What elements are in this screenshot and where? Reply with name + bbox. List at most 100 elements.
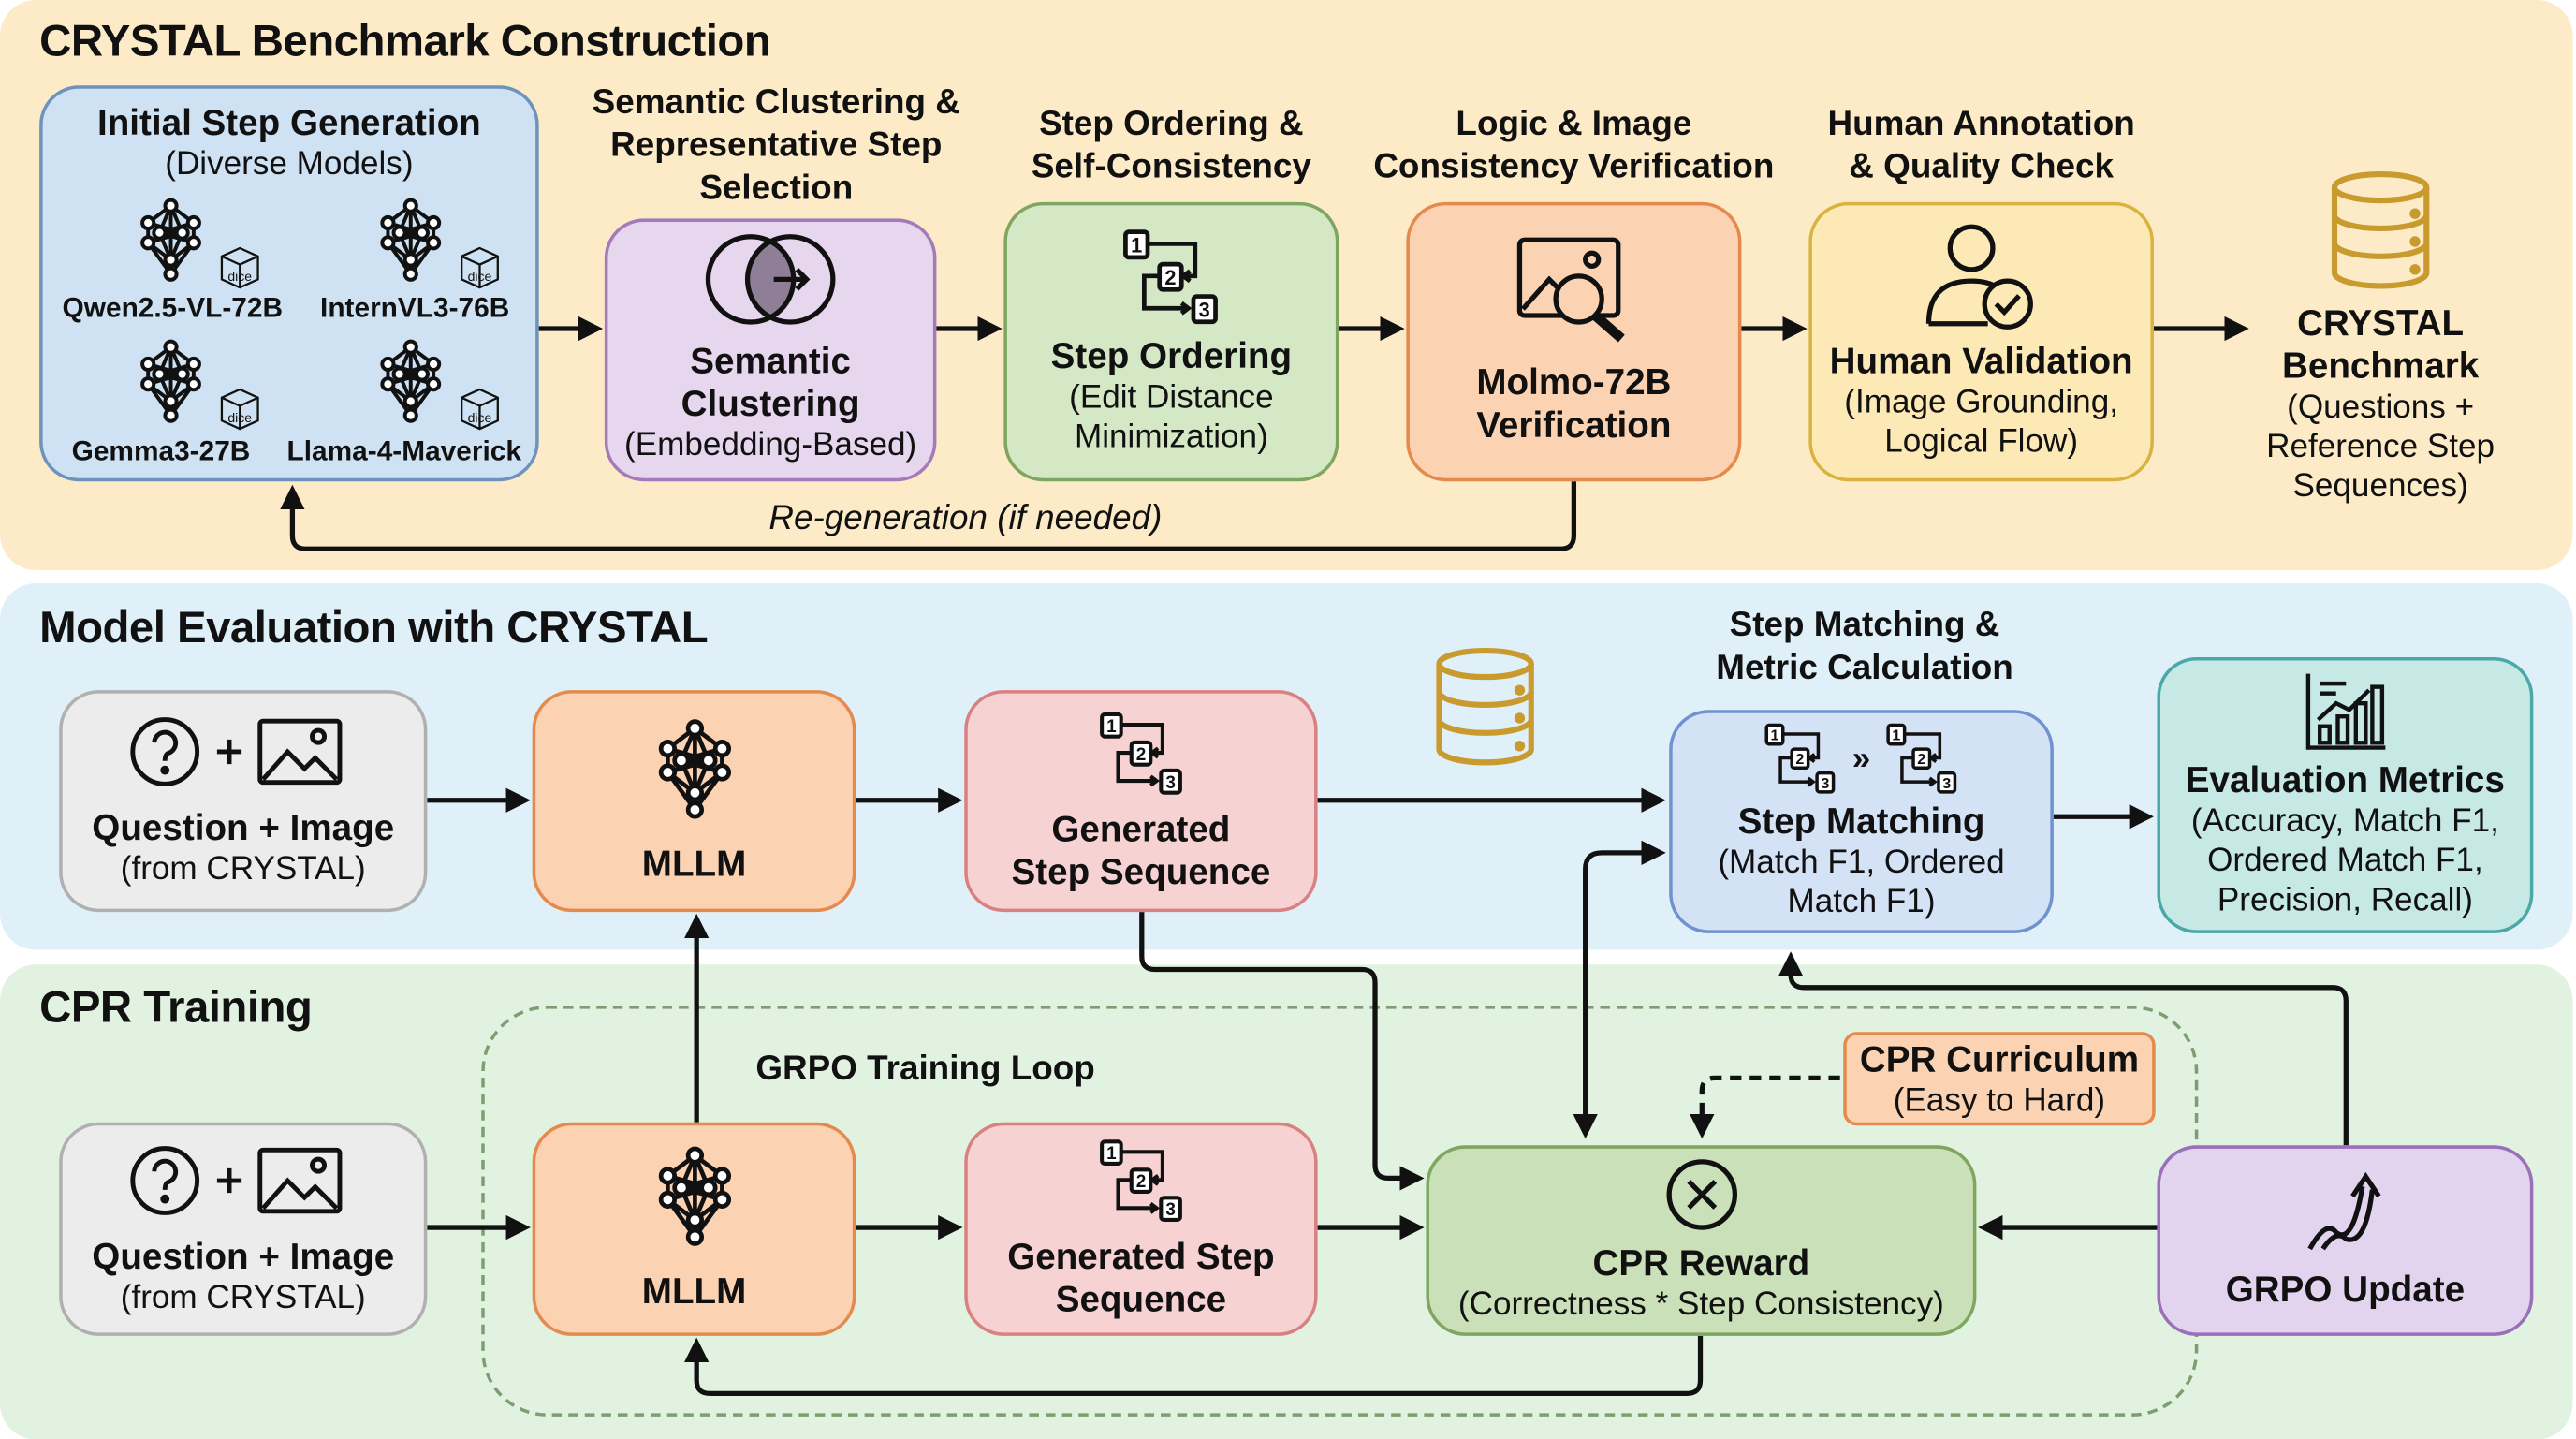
- arrow-matching-reward-bidirectional: [1573, 840, 1666, 1139]
- matching-header: Step Matching & Metric Calculation: [1660, 605, 2071, 690]
- arrow-update-to-matching: [1778, 951, 2349, 1146]
- user-check-icon: [1925, 224, 2033, 330]
- neural-network-icon: [643, 717, 745, 819]
- step-order-icon: [1097, 1138, 1186, 1226]
- step-order-icon: [1883, 721, 1959, 797]
- clustering-header: Semantic Clustering & Representative Ste…: [559, 82, 994, 211]
- ordering-subtitle-line: (Edit Distance: [1069, 379, 1274, 417]
- arrow-eval-generated-to-reward: [1139, 912, 1425, 1191]
- header-line: Selection: [699, 169, 854, 208]
- construction-title: CRYSTAL Benchmark Construction: [39, 16, 771, 66]
- arrow-regeneration: [280, 481, 1577, 551]
- benchmark-title-line: CRYSTAL: [2297, 301, 2465, 344]
- human-subtitle-line: (Image Grounding,: [1844, 384, 2118, 421]
- human-header: Human Annotation & Quality Check: [1791, 104, 2172, 189]
- metrics-subtitle-line: (Accuracy, Match F1,: [2190, 803, 2499, 840]
- benchmark-subtitle-line: Sequences): [2292, 468, 2468, 505]
- header-line: Consistency Verification: [1373, 147, 1775, 186]
- initial-step-generation-box: Initial Step Generation (Diverse Models): [39, 85, 539, 482]
- model-label: InternVL3-76B: [320, 292, 510, 324]
- dice-icon: [460, 246, 499, 289]
- arrow-reward-to-mllm: [683, 1335, 1704, 1396]
- verification-title-line: Verification: [1476, 404, 1672, 446]
- arrow-curriculum-to-reward: [1690, 1075, 1840, 1139]
- clustering-title-line: Semantic: [690, 340, 851, 382]
- verification-title-line: Molmo-72B: [1476, 361, 1672, 403]
- header-line: Semantic Clustering &: [592, 83, 960, 122]
- question-plus-image-icon: [128, 713, 359, 790]
- grpo-update-box: GRPO Update: [2157, 1145, 2534, 1336]
- ordering-subtitle-line: Minimization): [1075, 418, 1268, 456]
- curriculum-title: CPR Curriculum: [1859, 1037, 2140, 1079]
- input-subtitle: (from CRYSTAL): [120, 1279, 366, 1315]
- train-question-image-box: Question + Image (from CRYSTAL): [59, 1122, 428, 1336]
- venn-cluster-icon: [705, 234, 836, 325]
- eval-question-image-box: Question + Image (from CRYSTAL): [59, 690, 428, 913]
- step-order-icon: [1764, 721, 1839, 797]
- neural-network-icon: [128, 339, 213, 424]
- database-icon: [1432, 648, 1537, 766]
- ordering-title: Step Ordering: [1050, 335, 1293, 376]
- generated-title-line: Generated: [1051, 807, 1231, 849]
- training-title: CPR Training: [39, 982, 313, 1033]
- trending-up-arrow-icon: [2306, 1171, 2380, 1251]
- train-mllm-box: MLLM: [532, 1122, 856, 1336]
- neural-network-icon: [368, 198, 453, 283]
- model-label: Llama-4-Maverick: [286, 435, 521, 467]
- image-magnifier-icon: [1516, 237, 1625, 343]
- header-line: Metric Calculation: [1716, 649, 2013, 687]
- multiply-circle-icon: [1665, 1159, 1737, 1230]
- input-title: Question + Image: [92, 1234, 395, 1276]
- header-line: Step Ordering &: [1039, 105, 1304, 143]
- dice-icon: [220, 246, 259, 289]
- mllm-label: MLLM: [641, 842, 747, 884]
- generated-title-line: Generated Step: [1007, 1235, 1275, 1277]
- crystal-benchmark-output: CRYSTAL Benchmark (Questions + Reference…: [2234, 302, 2526, 507]
- database-icon: [2328, 171, 2433, 289]
- grpo-loop-label: GRPO Training Loop: [755, 1050, 1095, 1088]
- neural-network-icon: [368, 339, 453, 424]
- benchmark-title-line: Benchmark: [2281, 345, 2480, 387]
- model-label: Qwen2.5-VL-72B: [62, 292, 284, 324]
- input-subtitle: (from CRYSTAL): [120, 851, 366, 888]
- benchmark-subtitle-line: Reference Step: [2266, 429, 2496, 465]
- clustering-title-line: Clustering: [681, 382, 860, 424]
- curriculum-subtitle: (Easy to Hard): [1893, 1081, 2106, 1119]
- semantic-clustering-box: Semantic Clustering (Embedding-Based): [604, 218, 937, 482]
- human-validation-box: Human Validation (Image Grounding, Logic…: [1808, 201, 2154, 482]
- step-matching-box: » Step Matching (Match F1, Ordered Match…: [1669, 710, 2054, 933]
- human-title: Human Validation: [1829, 340, 2133, 382]
- initial-subtitle: (Diverse Models): [165, 146, 414, 183]
- initial-title: Initial Step Generation: [96, 101, 481, 143]
- generated-title-line: Sequence: [1055, 1278, 1227, 1320]
- metrics-subtitle-line: Ordered Match F1,: [2207, 843, 2483, 879]
- header-line: Self-Consistency: [1031, 147, 1311, 186]
- match-chevron-icon: »: [1852, 740, 1871, 777]
- neural-network-icon: [643, 1145, 745, 1247]
- evaluation-metrics-box: Evaluation Metrics (Accuracy, Match F1, …: [2157, 657, 2534, 933]
- dice-icon: [220, 388, 259, 431]
- mllm-label: MLLM: [641, 1270, 747, 1312]
- header-line: Representative Step: [610, 126, 943, 165]
- bar-chart-icon: [2305, 673, 2385, 750]
- evaluation-title: Model Evaluation with CRYSTAL: [39, 603, 709, 653]
- step-order-icon: [1120, 227, 1222, 329]
- cpr-curriculum-box: CPR Curriculum (Easy to Hard): [1843, 1032, 2156, 1126]
- cpr-reward-box: CPR Reward (Correctness * Step Consisten…: [1426, 1145, 1977, 1336]
- regeneration-label: Re-generation (if needed): [768, 499, 1163, 537]
- input-title: Question + Image: [92, 806, 395, 848]
- reward-subtitle: (Correctness * Step Consistency): [1457, 1286, 1944, 1323]
- neural-network-icon: [128, 198, 213, 283]
- human-subtitle-line: Logical Flow): [1884, 423, 2079, 461]
- molmo-verification-box: Molmo-72B Verification: [1406, 201, 1742, 482]
- header-line: & Quality Check: [1849, 147, 2114, 186]
- verification-header: Logic & Image Consistency Verification: [1351, 104, 1797, 189]
- dice-icon: [460, 388, 499, 431]
- benchmark-subtitle-line: (Questions +: [2287, 389, 2475, 426]
- metrics-subtitle-line: Precision, Recall): [2217, 882, 2473, 919]
- model-label: Gemma3-27B: [71, 435, 251, 467]
- update-label: GRPO Update: [2225, 1268, 2466, 1310]
- ordering-header: Step Ordering & Self-Consistency: [986, 104, 1357, 189]
- generated-title-line: Step Sequence: [1011, 850, 1271, 892]
